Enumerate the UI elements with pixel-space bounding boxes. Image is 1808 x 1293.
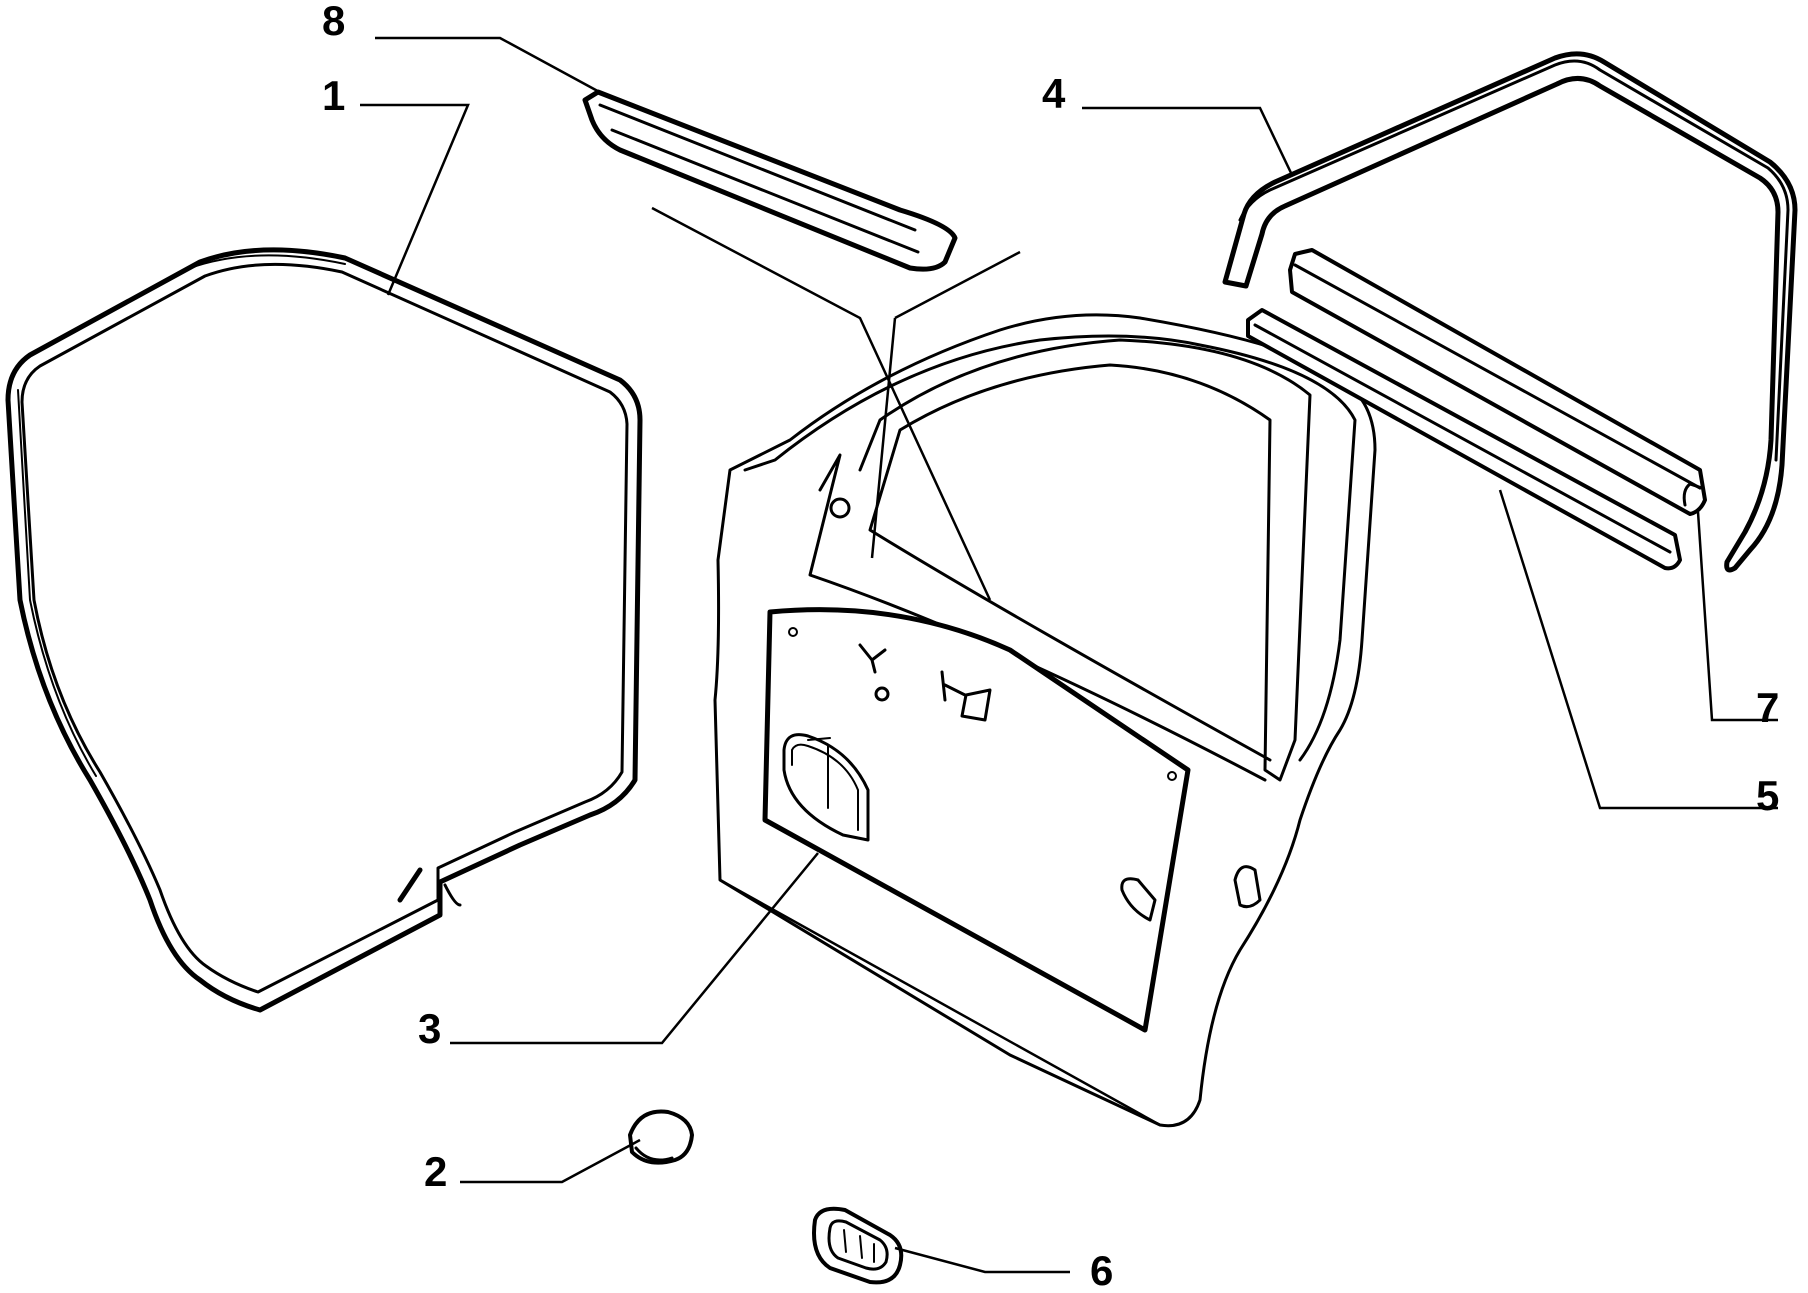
leader-lines <box>360 36 1778 1274</box>
callout-3: 3 <box>418 1005 441 1052</box>
callout-5: 5 <box>1756 772 1779 819</box>
door-body <box>713 313 1377 1128</box>
leader-line-8 <box>375 36 606 97</box>
leader-line-4 <box>1082 106 1294 176</box>
callout-numbers: 8 1 4 7 5 3 2 6 <box>322 0 1779 1293</box>
part-5-belt-strip-lower <box>1246 308 1682 571</box>
leader-line-3 <box>450 852 819 1045</box>
leader-line-5 <box>1498 489 1778 810</box>
part-8-upper-trim-strip <box>582 89 958 272</box>
part-7-belt-strip-upper <box>1288 248 1707 516</box>
callout-4: 4 <box>1042 70 1066 117</box>
leader-line-3b <box>894 250 1021 320</box>
part-2-plug-cap <box>628 1109 694 1165</box>
callout-6: 6 <box>1090 1247 1113 1293</box>
part-3-inner-panel-sheet <box>762 607 1191 1033</box>
leader-line-8b <box>651 206 992 601</box>
part-1-door-weatherstrip <box>5 247 643 1013</box>
callout-7: 7 <box>1756 684 1779 731</box>
leader-line-7 <box>1696 511 1778 722</box>
callout-1: 1 <box>322 72 345 119</box>
leader-line-2 <box>460 1138 641 1184</box>
callout-8: 8 <box>322 0 345 44</box>
part-4-window-channel <box>1222 51 1798 573</box>
leader-line-6 <box>894 1246 1070 1274</box>
leader-line-3c <box>870 317 897 559</box>
leader-line-1 <box>360 103 470 296</box>
callout-2: 2 <box>424 1148 447 1195</box>
part-6-grommet <box>812 1206 904 1285</box>
